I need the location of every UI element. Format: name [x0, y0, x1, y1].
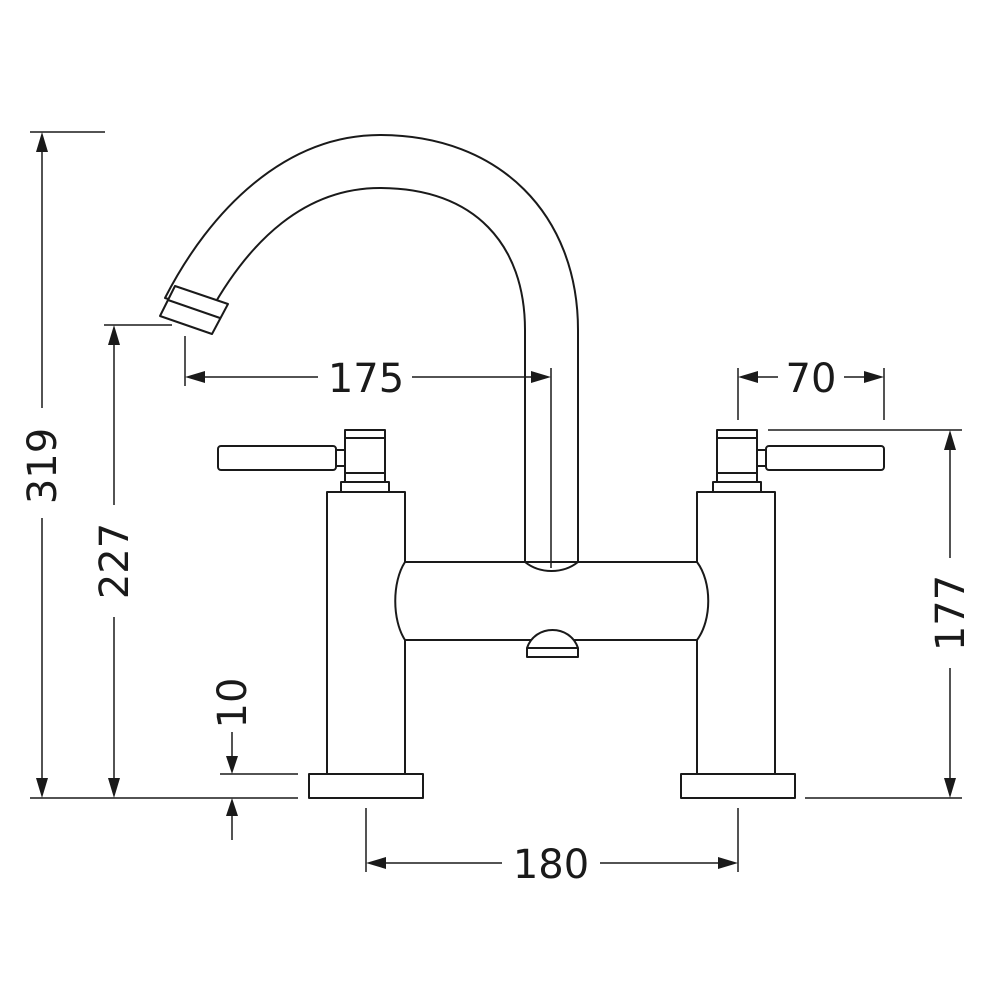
right-lever-handle [765, 445, 885, 471]
right-valve-head [712, 429, 767, 493]
left-lever-handle [217, 445, 337, 471]
right-pillar [696, 491, 776, 775]
dimension-label-spout-height: 227 [92, 523, 138, 599]
left-valve-head [335, 429, 390, 493]
dimension-lever-length: 70 [737, 356, 885, 420]
dimension-label-base-height: 10 [210, 678, 256, 729]
dimension-label-total-height: 319 [20, 428, 66, 504]
dimension-base-height: 10 [210, 678, 298, 840]
dimension-label-body-height: 177 [928, 575, 974, 651]
dimension-label-spout-reach: 175 [328, 356, 404, 402]
dimension-total-height: 319 [20, 131, 298, 799]
dimension-label-lever-length: 70 [786, 356, 837, 402]
right-base-plate [680, 773, 796, 799]
dimension-spout-reach: 175 [184, 336, 552, 568]
left-base-plate [308, 773, 424, 799]
dimension-label-tap-centres: 180 [513, 842, 589, 888]
dimension-body-height: 177 [768, 429, 974, 799]
bath-outlet [526, 629, 579, 658]
left-pillar [326, 491, 406, 775]
bridge-body [394, 561, 710, 641]
bridge-mixer-tap [159, 134, 885, 799]
dimension-spout-height: 227 [92, 324, 172, 798]
dimension-tap-centres: 180 [365, 808, 739, 888]
gooseneck-spout [164, 134, 579, 569]
